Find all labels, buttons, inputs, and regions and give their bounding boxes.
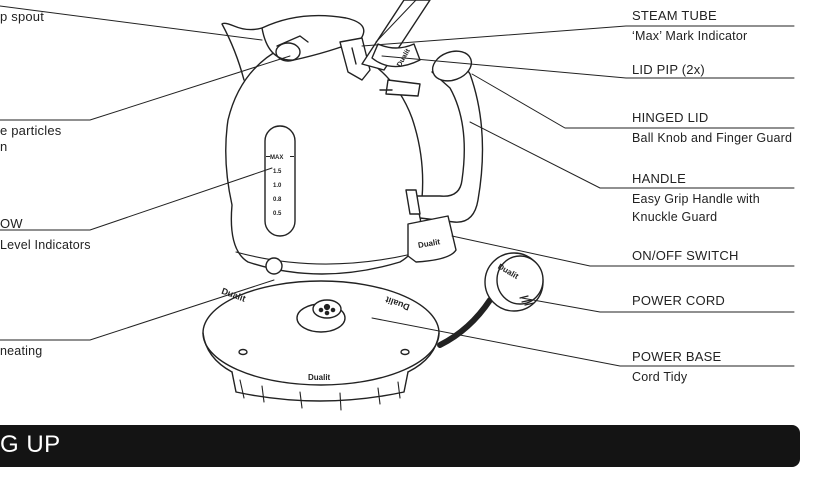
water-window xyxy=(264,125,296,237)
on-off-switch: Dualit xyxy=(407,215,457,263)
level-mark: 0.5 xyxy=(273,211,282,217)
label-handle: HANDLE xyxy=(632,171,686,186)
label-heating: neating xyxy=(0,344,43,358)
brand-mark: Dualit xyxy=(308,373,331,382)
section-banner: G UP xyxy=(0,425,800,467)
label-steam-tube-sub: ‘Max’ Mark Indicator xyxy=(632,29,748,43)
svg-text:Dualit: Dualit xyxy=(417,237,441,250)
label-handle-sub-2: Knuckle Guard xyxy=(632,210,718,224)
power-base: Dualit Dualit Dualit xyxy=(202,280,440,411)
hinged-lid: Dualit xyxy=(361,0,431,97)
label-hinged-lid-sub: Ball Knob and Finger Guard xyxy=(632,131,793,145)
label-on-off-switch: ON/OFF SWITCH xyxy=(632,248,739,263)
section-title: G UP xyxy=(0,431,61,458)
level-mark: 0.8 xyxy=(273,197,282,203)
label-filter-particles-2: n xyxy=(0,139,8,154)
level-mark: 1.5 xyxy=(273,169,282,175)
level-mark: 1.0 xyxy=(273,183,282,189)
leader-lines xyxy=(0,5,795,367)
label-power-base: POWER BASE xyxy=(632,349,722,364)
label-level-indicators: Level Indicators xyxy=(0,238,91,252)
label-power-base-sub: Cord Tidy xyxy=(632,370,688,384)
label-water-window: OW xyxy=(0,216,23,231)
handle xyxy=(405,50,484,223)
label-spout: p spout xyxy=(0,9,45,24)
label-handle-sub-1: Easy Grip Handle with xyxy=(632,192,760,206)
max-mark: MAX xyxy=(270,155,283,161)
label-power-cord: POWER CORD xyxy=(632,293,725,308)
label-lid-pip: LID PIP (2x) xyxy=(632,62,705,77)
label-hinged-lid: HINGED LID xyxy=(632,110,709,125)
label-steam-tube: STEAM TUBE xyxy=(632,8,717,23)
label-filter-particles: e particles xyxy=(0,123,62,138)
kettle-body xyxy=(221,14,424,275)
power-cord: Dualit xyxy=(437,252,544,348)
neon-indicator xyxy=(265,257,283,275)
